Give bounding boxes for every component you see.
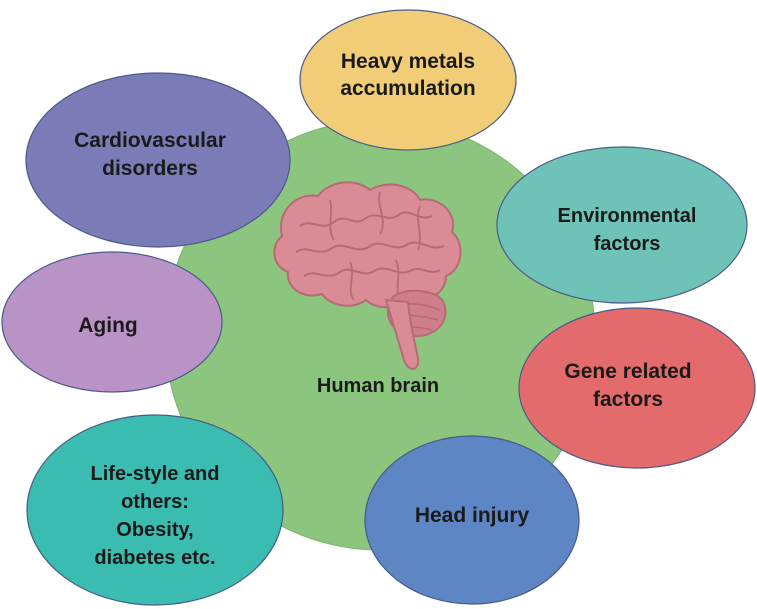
factor-aging: Aging [2, 252, 222, 392]
factor-label-head-injury: Head injury [415, 504, 530, 527]
factor-heavy-metals: Heavy metals accumulation [300, 10, 516, 150]
factor-head-injury: Head injury [365, 436, 579, 604]
factor-label-line: disorders [102, 157, 198, 180]
factor-lifestyle: Life-style and others: Obesity, diabetes et… [27, 415, 283, 605]
factor-environmental: Environmental factors [497, 147, 747, 303]
factor-label-line: others: [121, 491, 189, 513]
factor-label-line: Obesity, [116, 519, 193, 541]
factor-label-line: factors [593, 388, 663, 411]
factor-gene: Gene related factors [519, 308, 755, 468]
factor-label-line: Environmental [558, 205, 697, 227]
factor-label-line: Aging [78, 314, 137, 337]
factor-label-line: Heavy metals [341, 50, 475, 73]
factor-label-aging: Aging [78, 314, 137, 337]
factor-label-line: accumulation [340, 77, 475, 100]
factor-cardiovascular: Cardiovascular disorders [26, 73, 290, 247]
factor-label-line: diabetes etc. [94, 547, 215, 569]
factor-label-line: factors [594, 233, 661, 255]
center-label: Human brain [317, 375, 439, 397]
factor-label-line: Gene related [564, 360, 691, 383]
factor-label-line: Life-style and [91, 463, 220, 485]
factor-label-line: Head injury [415, 504, 530, 527]
factor-label-line: Cardiovascular [74, 129, 226, 152]
